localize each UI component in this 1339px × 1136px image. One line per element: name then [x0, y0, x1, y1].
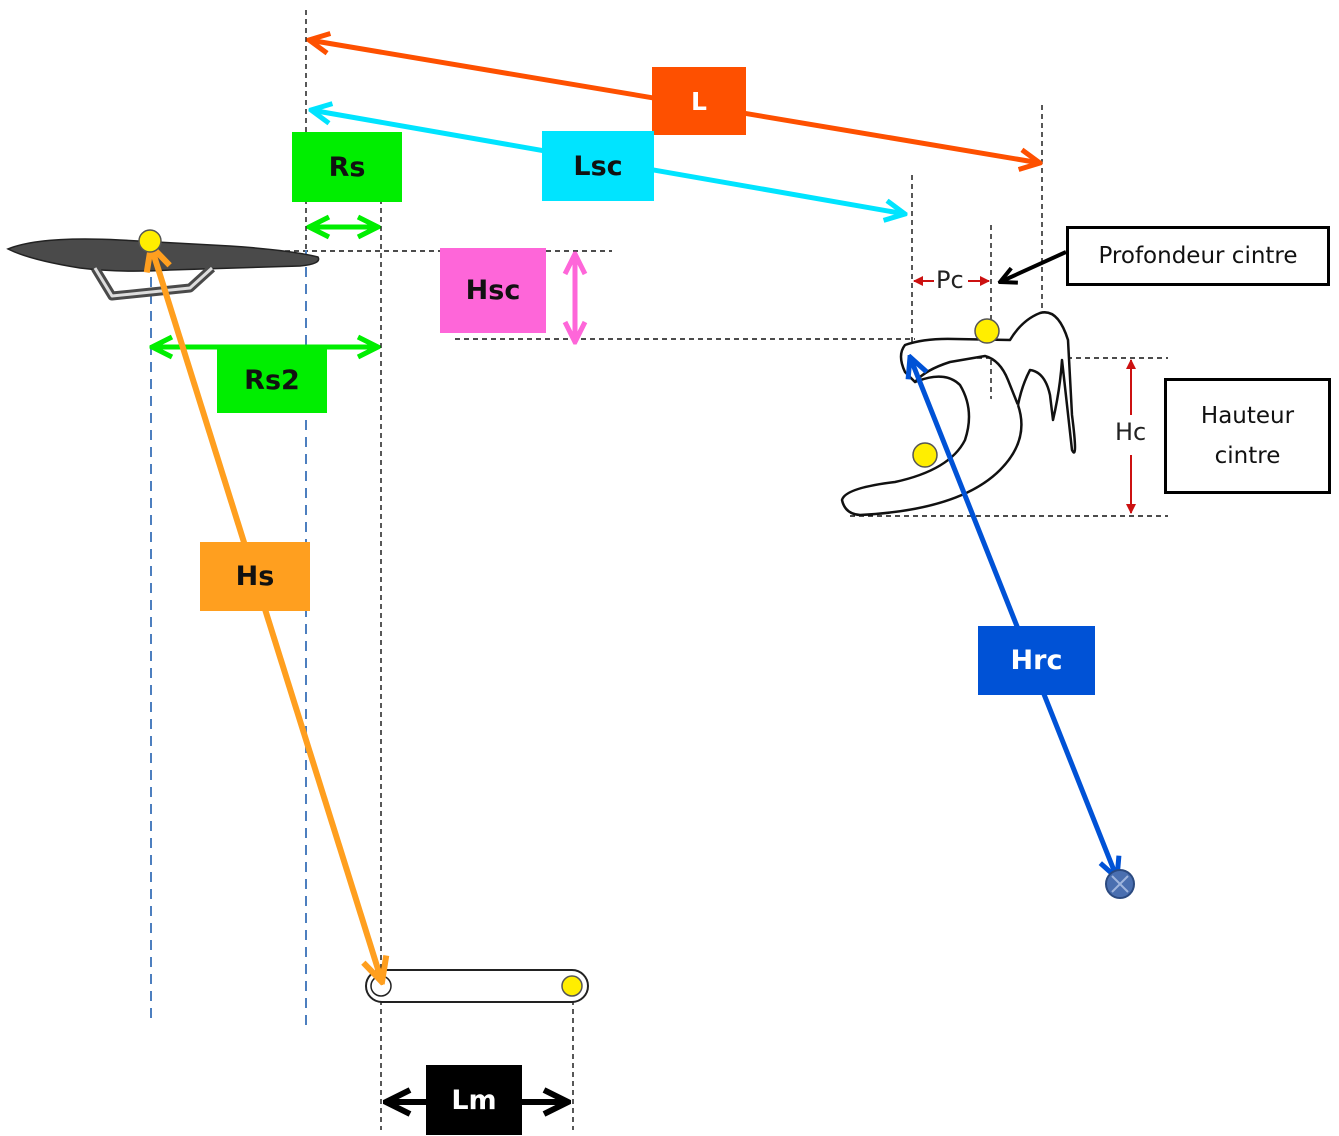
- label-Hc: Hc: [1115, 418, 1147, 446]
- saddle-contact-marker: [138, 229, 162, 253]
- crank-icon: [365, 969, 589, 1003]
- label-Lsc: Lsc: [542, 131, 654, 201]
- label-Hs: Hs: [200, 542, 310, 611]
- arrow-Hs: [151, 246, 382, 982]
- hood-marker: [974, 318, 1000, 344]
- front-hub-icon: [1105, 869, 1135, 899]
- label-Pc: Pc: [936, 266, 964, 294]
- arrow-Hrc: [910, 357, 1117, 878]
- drop-marker: [912, 442, 938, 468]
- label-L: L: [652, 67, 746, 135]
- pedal-marker: [561, 975, 583, 997]
- arrow-profondeur-pointer: [1000, 250, 1067, 282]
- callout-hauteur-line1: Hauteur: [1200, 402, 1295, 429]
- callout-hauteur-cintre: Hauteur cintre: [1164, 378, 1331, 494]
- label-Hsc: Hsc: [440, 248, 546, 333]
- label-Hrc: Hrc: [978, 626, 1095, 695]
- label-Lm: Lm: [426, 1065, 522, 1135]
- label-Rs: Rs: [292, 132, 402, 202]
- label-Rs2: Rs2: [217, 348, 327, 413]
- callout-hauteur-line2: cintre: [1214, 443, 1281, 469]
- callout-profondeur-text: Profondeur cintre: [1098, 242, 1298, 269]
- callout-profondeur-cintre: Profondeur cintre: [1066, 226, 1330, 286]
